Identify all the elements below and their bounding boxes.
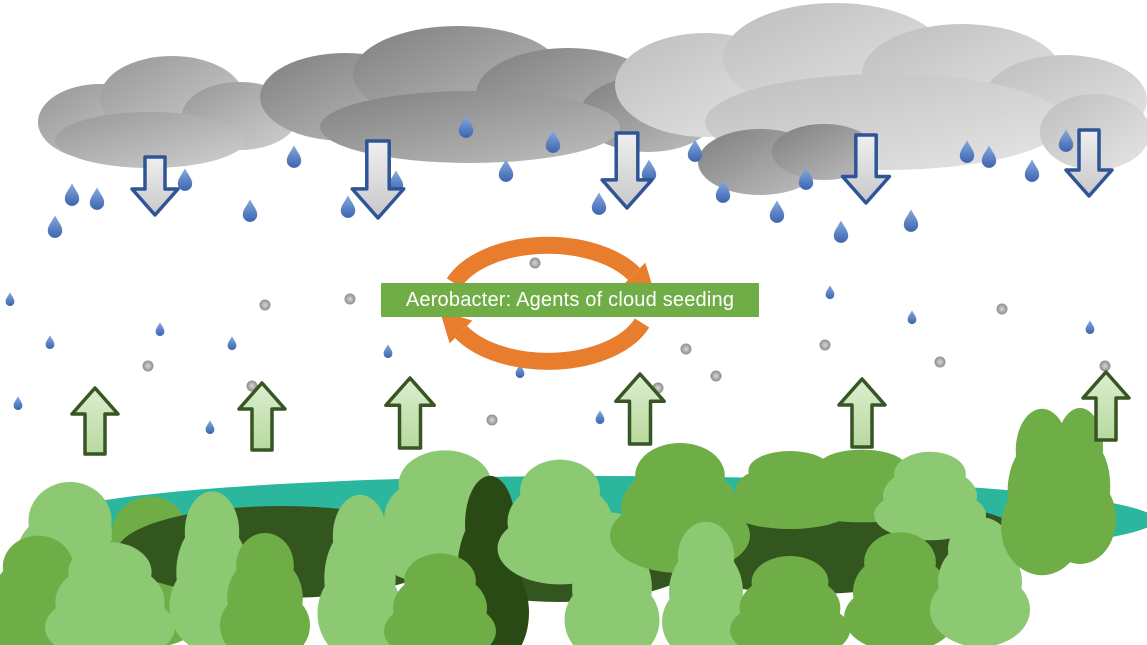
raindrop-icon [242, 199, 258, 222]
rainfall-down-arrow [350, 139, 406, 220]
raindrop-small-icon [45, 335, 55, 350]
aerobacter-particle [344, 293, 356, 305]
tree [844, 532, 956, 645]
updraft-up-arrow [837, 377, 887, 449]
rainfall-down-arrow [1064, 128, 1114, 198]
raindrop-icon [177, 168, 193, 191]
raindrop-icon [641, 159, 657, 182]
raindrop-small-icon [515, 364, 525, 379]
aerobacter-particle [710, 370, 722, 382]
updraft-up-arrow [1081, 370, 1131, 442]
aerobacter-particle [680, 343, 692, 355]
raindrop-small-icon [5, 292, 15, 307]
raindrop-icon [47, 215, 63, 238]
aerobacter-particle [529, 257, 541, 269]
raindrop-small-icon [825, 285, 835, 300]
aerobacter-particle [259, 299, 271, 311]
tree [169, 491, 255, 645]
updraft-up-arrow [237, 381, 287, 452]
aerobacter-particle [996, 303, 1008, 315]
aerobacter-particle [934, 356, 946, 368]
raindrop-small-icon [907, 310, 917, 325]
diagram-title-text: Aerobacter: Agents of cloud seeding [405, 288, 735, 311]
raindrop-icon [798, 167, 814, 190]
tree [384, 553, 496, 645]
raindrop-icon [591, 192, 607, 215]
aerobacter-particle [1099, 360, 1111, 372]
aerobacter-particle [142, 360, 154, 372]
raindrop-icon [833, 220, 849, 243]
raindrop-small-icon [1085, 320, 1095, 335]
aerobacter-particle [819, 339, 831, 351]
raindrop-icon [1024, 159, 1040, 182]
raindrop-icon [687, 139, 703, 162]
tree [1044, 408, 1116, 564]
raindrop-icon [903, 209, 919, 232]
raindrop-small-icon [13, 396, 23, 411]
tree [564, 512, 660, 645]
updraft-up-arrow [384, 376, 436, 450]
tree [220, 533, 310, 645]
rainfall-down-arrow [840, 133, 892, 205]
raindrop-icon [498, 159, 514, 182]
raindrop-icon [715, 180, 731, 203]
raindrop-icon [64, 183, 80, 206]
raindrop-icon [340, 195, 356, 218]
updraft-up-arrow [70, 386, 120, 456]
raindrop-small-icon [383, 344, 393, 359]
rainfall-down-arrow [130, 155, 180, 217]
updraft-up-arrow [614, 372, 666, 446]
tree [730, 556, 850, 645]
raindrop-icon [981, 145, 997, 168]
diagram-title-label: Aerobacter: Agents of cloud seeding [381, 283, 759, 317]
raindrop-small-icon [205, 420, 215, 435]
raindrop-small-icon [155, 322, 165, 337]
raindrop-icon [458, 115, 474, 138]
aerobacter-particle [486, 414, 498, 426]
raindrop-icon [286, 145, 302, 168]
tree [662, 521, 750, 645]
raindrop-icon [89, 187, 105, 210]
raindrop-small-icon [595, 410, 605, 425]
raindrop-icon [769, 200, 785, 223]
raindrop-icon [545, 130, 561, 153]
cloud-shape [38, 56, 298, 168]
tree [930, 517, 1030, 645]
tree [45, 542, 175, 645]
raindrop-small-icon [227, 336, 237, 351]
raindrop-icon [959, 140, 975, 163]
cloud-shape [698, 124, 876, 195]
rainfall-down-arrow [600, 131, 654, 210]
cycle-arrowhead [439, 310, 473, 344]
raindrop-icon [1058, 129, 1074, 152]
